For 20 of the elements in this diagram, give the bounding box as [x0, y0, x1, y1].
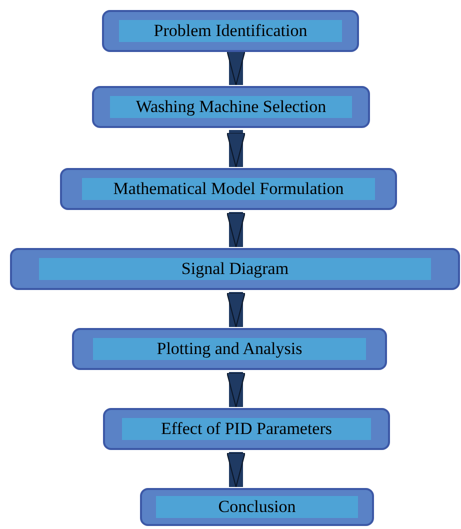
box-label: Washing Machine Selection — [110, 96, 352, 118]
box-label: Mathematical Model Formulation — [82, 178, 376, 200]
process-box — [10, 248, 460, 290]
block-arrow — [226, 212, 246, 248]
box-label: Effect of PID Parameters — [122, 418, 372, 440]
process-box — [102, 10, 359, 52]
block-arrow — [226, 452, 246, 488]
process-box — [140, 488, 374, 526]
process-box — [72, 328, 387, 370]
block-arrow — [226, 372, 246, 408]
process-box — [103, 408, 390, 450]
process-box — [60, 168, 397, 210]
box-label: Plotting and Analysis — [92, 338, 366, 360]
block-arrow — [226, 292, 246, 328]
box-label: Problem Identification — [119, 20, 342, 42]
block-arrow — [226, 50, 246, 86]
block-arrow — [226, 130, 246, 168]
box-label: Signal Diagram — [38, 258, 432, 280]
process-box — [92, 86, 370, 128]
box-label: Conclusion — [156, 496, 358, 518]
